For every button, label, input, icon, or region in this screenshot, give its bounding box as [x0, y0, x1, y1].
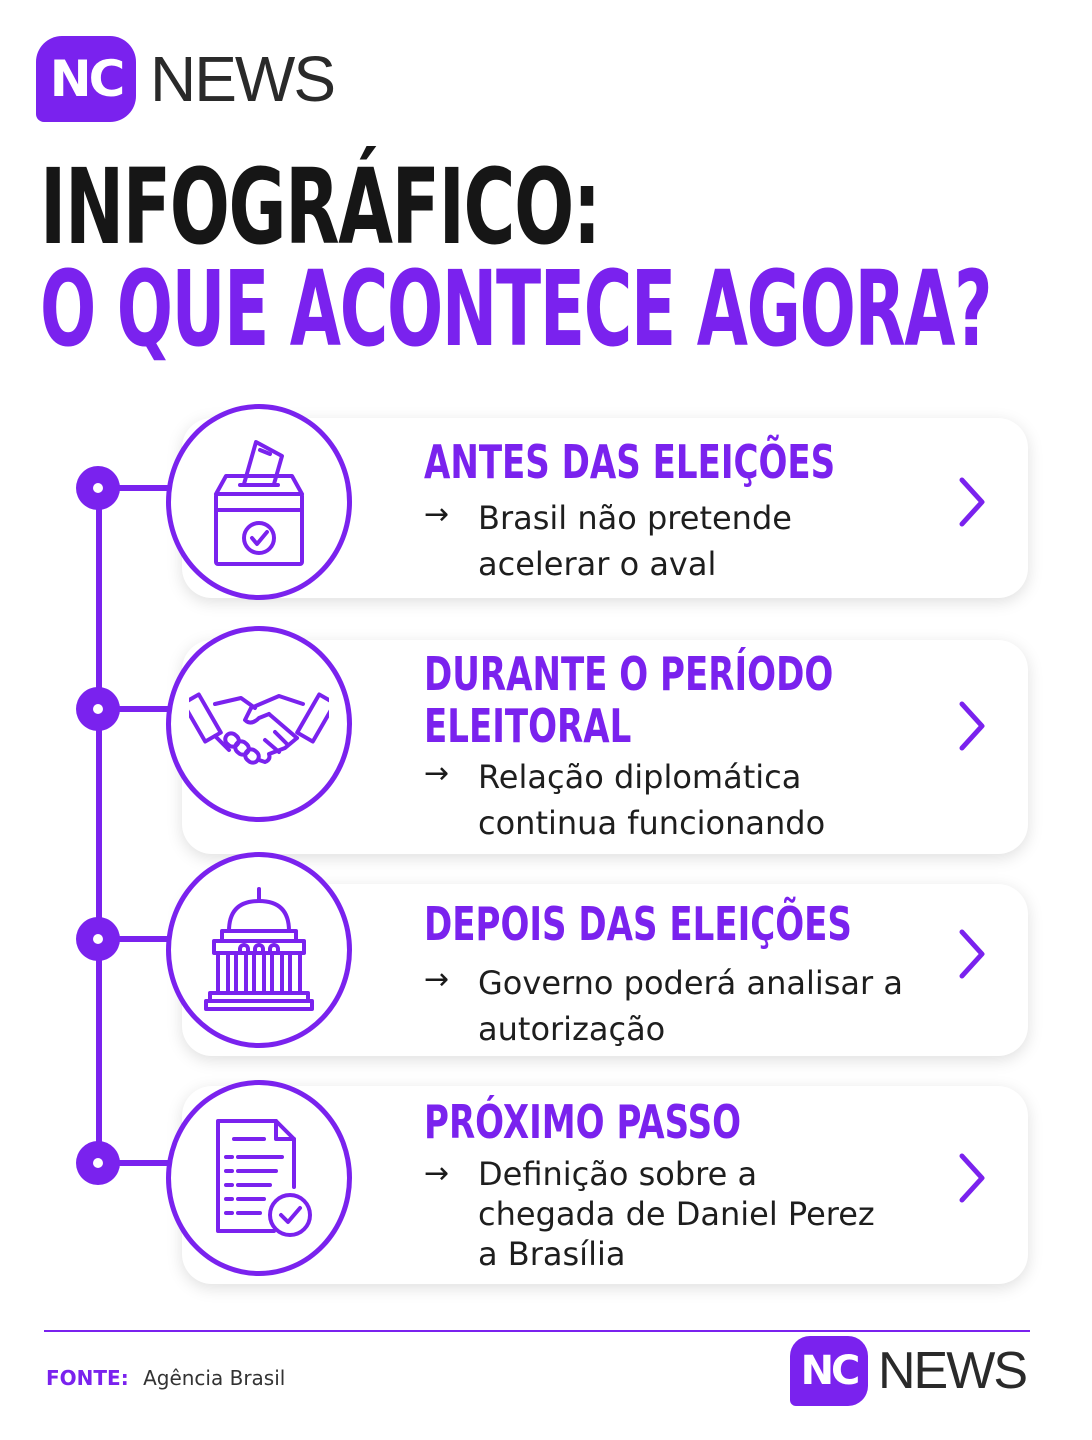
- timeline-line: [96, 486, 102, 1166]
- step-icon-circle: [166, 1080, 352, 1276]
- chevron-right-icon[interactable]: [952, 472, 992, 532]
- headline-line-2: O QUE ACONTECE AGORA?: [40, 248, 993, 370]
- source-value: Agência Brasil: [143, 1366, 286, 1390]
- footer-divider: [44, 1330, 1030, 1332]
- logo-badge: NC: [790, 1336, 868, 1406]
- step-title: DURANTE O PERÍODO: [424, 647, 834, 701]
- logo-wordmark: NEWS: [878, 1342, 1028, 1400]
- logo-badge: NC: [36, 36, 136, 122]
- source-credit: FONTE: Agência Brasil: [46, 1366, 285, 1390]
- brand-logo-footer: NC NEWS: [790, 1336, 1028, 1406]
- step-icon-circle: [166, 626, 352, 822]
- arrow-icon: →: [424, 756, 450, 791]
- timeline-connector: [110, 936, 172, 942]
- arrow-icon: →: [424, 497, 450, 532]
- step-icon-circle: [166, 852, 352, 1048]
- timeline-node: [76, 687, 120, 731]
- ballot-box-icon: [214, 440, 304, 566]
- timeline-node: [76, 917, 120, 961]
- timeline-node: [76, 466, 120, 510]
- step-title: PRÓXIMO PASSO: [424, 1095, 742, 1149]
- logo-wordmark: NEWS: [150, 43, 336, 115]
- step-description: Definição sobre a chegada de Daniel Pere…: [478, 1155, 875, 1273]
- arrow-icon: →: [424, 1156, 450, 1191]
- step-description: Relação diplomática continua funcionando: [478, 758, 826, 842]
- timeline-connector: [110, 485, 172, 491]
- chevron-right-icon[interactable]: [952, 696, 992, 756]
- government-building-icon: [204, 887, 314, 1011]
- chevron-right-icon[interactable]: [952, 924, 992, 984]
- timeline-connector: [110, 1160, 172, 1166]
- step-title: DEPOIS DAS ELEIÇÕES: [424, 897, 852, 951]
- handshake-icon: [189, 692, 329, 765]
- chevron-right-icon[interactable]: [952, 1148, 992, 1208]
- step-title: ANTES DAS ELEIÇÕES: [424, 435, 836, 489]
- headline-line-1: INFOGRÁFICO:: [40, 146, 601, 268]
- step-description: Governo poderá analisar a autorização: [478, 964, 903, 1048]
- source-label: FONTE:: [46, 1366, 129, 1390]
- step-title: ELEITORAL: [424, 699, 632, 753]
- step-icon-circle: [166, 404, 352, 600]
- timeline-node: [76, 1141, 120, 1185]
- brand-logo: NC NEWS: [36, 36, 336, 122]
- document-check-icon: [216, 1119, 312, 1237]
- arrow-icon: →: [424, 962, 450, 997]
- timeline-connector: [110, 706, 172, 712]
- step-description: Brasil não pretende acelerar o aval: [478, 499, 792, 583]
